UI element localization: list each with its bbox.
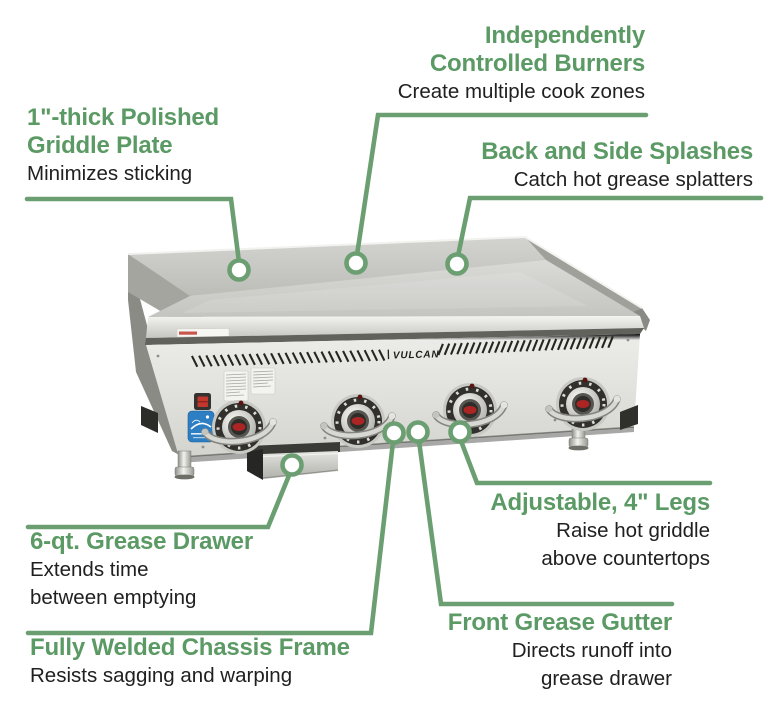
backsplash bbox=[128, 237, 556, 296]
callout-splashes: Back and Side Splashes Catch hot grease … bbox=[481, 138, 753, 194]
endpoint-burners bbox=[344, 251, 368, 275]
rear-left-leg bbox=[141, 406, 158, 433]
callout-desc-line: Directs runoff into bbox=[511, 639, 672, 662]
endpoint-chassis bbox=[382, 421, 406, 445]
griddle-plate-surface bbox=[148, 260, 640, 317]
callout-title-line: Fully Welded Chassis Frame bbox=[30, 634, 350, 661]
plate-edge-sticker bbox=[176, 328, 230, 338]
vent-louvers-left bbox=[190, 349, 386, 368]
callout-desc-line: Minimizes sticking bbox=[27, 162, 193, 185]
callout-title-line: Adjustable, 4" Legs bbox=[490, 489, 710, 516]
callout-gutter: Front Grease Gutter Directs runoff into … bbox=[448, 609, 672, 693]
power-switch bbox=[194, 393, 211, 410]
vulcan-logo-text: VULCAN bbox=[393, 349, 440, 361]
plate-highlight bbox=[182, 272, 588, 313]
callout-desc-line: Catch hot grease splatters bbox=[513, 168, 753, 191]
top-edge-highlight bbox=[127, 235, 643, 309]
callout-desc-line: between emptying bbox=[30, 586, 197, 609]
vulcan-logo: VULCAN bbox=[387, 349, 440, 361]
connector-chassis bbox=[25, 439, 396, 636]
callout-title-line: 6-qt. Grease Drawer bbox=[30, 528, 253, 555]
plate-edge-sticker-red bbox=[179, 331, 197, 335]
front-left-leg bbox=[174, 450, 195, 480]
burner-knob-2 bbox=[320, 394, 396, 448]
callout-connectors bbox=[24, 112, 764, 636]
callout-legs: Adjustable, 4" Legs Raise hot griddle ab… bbox=[490, 489, 710, 573]
callout-title-line: Front Grease Gutter bbox=[447, 609, 672, 636]
rear-right-leg bbox=[620, 405, 638, 430]
callout-title-line: 1"-thick Polished bbox=[27, 104, 220, 131]
connector-drawer bbox=[25, 470, 293, 530]
callout-desc-line: Resists sagging and warping bbox=[30, 664, 293, 687]
callout-desc-line: grease drawer bbox=[540, 667, 672, 690]
connector-legs bbox=[458, 438, 713, 486]
connector-burners bbox=[354, 112, 649, 258]
connector-griddle-plate bbox=[24, 196, 242, 265]
endpoint-griddle-plate bbox=[227, 258, 251, 282]
burner-knob-4 bbox=[545, 377, 621, 431]
side-splash bbox=[525, 237, 642, 316]
endpoint-legs bbox=[448, 420, 472, 444]
callout-drawer: 6-qt. Grease Drawer Extends time between… bbox=[30, 528, 253, 612]
callout-burners: Independently Controlled Burners Create … bbox=[398, 22, 645, 106]
burner-knob-1 bbox=[201, 400, 277, 454]
callout-title-line: Back and Side Splashes bbox=[481, 138, 753, 165]
connector-gutter bbox=[416, 438, 675, 607]
callout-title-line: Independently bbox=[484, 22, 645, 49]
endpoint-splashes bbox=[445, 252, 469, 276]
callout-endpoints bbox=[227, 251, 472, 477]
endpoint-gutter bbox=[406, 420, 430, 444]
callout-desc-line: Create multiple cook zones bbox=[397, 80, 645, 103]
panel-recess bbox=[145, 328, 644, 345]
callout-griddle-plate: 1"-thick Polished Griddle Plate Minimize… bbox=[27, 104, 219, 188]
callout-desc-line: Raise hot griddle bbox=[556, 519, 710, 542]
callout-title-line: Griddle Plate bbox=[27, 132, 173, 159]
callout-desc-line: above countertops bbox=[541, 547, 710, 570]
plate-front-edge bbox=[146, 316, 644, 338]
vent-louvers-right bbox=[437, 336, 614, 356]
endpoint-drawer bbox=[280, 453, 304, 477]
griddle-body: VULCAN bbox=[127, 235, 650, 480]
callout-chassis: Fully Welded Chassis Frame Resists saggi… bbox=[30, 634, 350, 690]
connector-splashes bbox=[455, 195, 764, 259]
callout-title-line: Controlled Burners bbox=[429, 50, 645, 77]
spec-labels bbox=[223, 367, 276, 402]
callout-desc-line: Extends time bbox=[30, 558, 149, 581]
control-knobs bbox=[201, 377, 621, 454]
